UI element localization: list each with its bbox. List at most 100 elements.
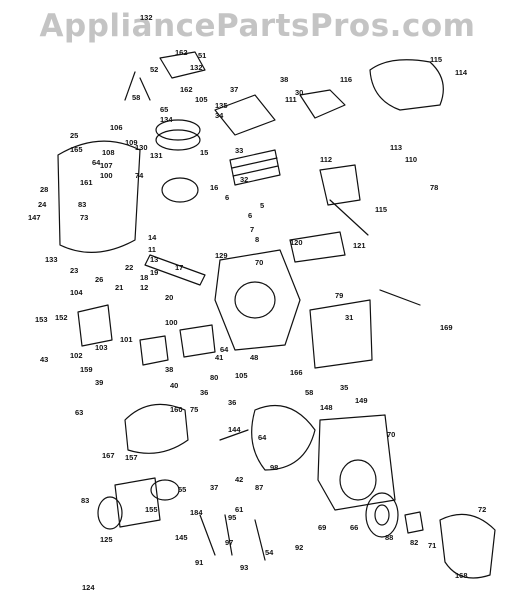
part-callout-label: 108 bbox=[102, 148, 115, 157]
connecting-rod bbox=[144, 254, 206, 286]
gasket-c bbox=[179, 324, 216, 358]
part-callout-label: 115 bbox=[375, 205, 387, 214]
part-callout-label: 64 bbox=[220, 345, 229, 354]
part-callout-label: 105 bbox=[195, 95, 208, 104]
part-callout-label: 18 bbox=[140, 273, 148, 282]
part-callout-label: 35 bbox=[340, 383, 348, 392]
part-callout-label: 167 bbox=[102, 451, 115, 460]
part-callout-label: 71 bbox=[428, 541, 436, 550]
part-callout-label: 153 bbox=[35, 315, 48, 324]
part-callout-label: 36 bbox=[200, 388, 208, 397]
part-callout-label: 106 bbox=[110, 123, 123, 132]
part-callout-label: 83 bbox=[78, 200, 86, 209]
housing-opening bbox=[339, 459, 377, 501]
part-callout-label: 70 bbox=[255, 258, 263, 267]
part-callout-label: 15 bbox=[200, 148, 208, 157]
part-callout-label: 133 bbox=[45, 255, 58, 264]
starter-pawl bbox=[404, 511, 424, 534]
part-callout-label: 87 bbox=[255, 483, 263, 492]
part-callout-label: 91 bbox=[195, 558, 203, 567]
part-callout-label: 80 bbox=[210, 373, 218, 382]
muffler-guard bbox=[150, 479, 180, 501]
part-callout-label: 14 bbox=[148, 233, 157, 242]
part-callout-label: 19 bbox=[150, 268, 158, 277]
part-callout-label: 6 bbox=[225, 193, 229, 202]
blower-shroud bbox=[251, 404, 316, 471]
part-callout-label: 20 bbox=[165, 293, 173, 302]
part-callout-label: 98 bbox=[270, 463, 278, 472]
part-callout-label: 161 bbox=[80, 178, 93, 187]
part-callout-label: 74 bbox=[135, 171, 144, 180]
part-callout-label: 38 bbox=[165, 365, 173, 374]
part-callout-label: 37 bbox=[230, 85, 238, 94]
baffle-plate bbox=[289, 231, 346, 263]
part-callout-label: 115 bbox=[430, 55, 442, 64]
part-callout-label: 40 bbox=[170, 381, 178, 390]
control-bracket bbox=[299, 89, 346, 119]
part-callout-label: 135 bbox=[215, 101, 228, 110]
gasket-b bbox=[139, 335, 169, 366]
part-callout-label: 17 bbox=[175, 263, 183, 272]
part-callout-label: 75 bbox=[190, 405, 198, 414]
part-callout-label: 149 bbox=[355, 396, 368, 405]
blower-housing bbox=[317, 414, 396, 511]
part-callout-label: 54 bbox=[265, 548, 274, 557]
mounting-flange bbox=[309, 299, 373, 369]
part-callout-label: 130 bbox=[135, 143, 148, 152]
part-callout-label: 66 bbox=[350, 523, 358, 532]
part-callout-label: 24 bbox=[38, 200, 47, 209]
part-callout-label: 52 bbox=[150, 65, 158, 74]
cylinder-head bbox=[159, 51, 206, 79]
part-callout-label: 144 bbox=[228, 425, 241, 434]
part-callout-label: 131 bbox=[150, 151, 163, 160]
watermark-text: AppliancePartsPros.com bbox=[39, 8, 476, 44]
callout-labels: 1325113216252581626513410513537343830111… bbox=[28, 13, 486, 592]
part-callout-label: 110 bbox=[405, 155, 417, 164]
part-callout-label: 70 bbox=[387, 430, 395, 439]
spring-link bbox=[219, 429, 249, 441]
part-callout-label: 51 bbox=[198, 51, 206, 60]
part-callout-label: 21 bbox=[115, 283, 123, 292]
part-callout-label: 102 bbox=[70, 351, 83, 360]
part-callout-label: 58 bbox=[132, 93, 140, 102]
part-callout-label: 48 bbox=[250, 353, 258, 362]
part-callout-label: 160 bbox=[170, 405, 183, 414]
part-callout-label: 100 bbox=[165, 318, 178, 327]
part-callout-label: 22 bbox=[125, 263, 133, 272]
part-callout-label: 114 bbox=[455, 68, 468, 77]
part-callout-label: 120 bbox=[290, 238, 303, 247]
air-cleaner-cover bbox=[369, 59, 444, 111]
crankcase bbox=[214, 249, 301, 351]
part-callout-label: 97 bbox=[225, 538, 233, 547]
cylinder-fins bbox=[229, 149, 281, 186]
part-callout-label: 83 bbox=[81, 496, 89, 505]
ring-set-lower bbox=[155, 129, 201, 151]
gasket-a bbox=[77, 304, 113, 347]
part-callout-label: 113 bbox=[390, 143, 402, 152]
part-callout-label: 111 bbox=[285, 95, 297, 104]
carburetor-body bbox=[319, 164, 361, 206]
recoil-starter bbox=[439, 513, 496, 579]
part-callout-label: 103 bbox=[95, 343, 108, 352]
part-callout-label: 30 bbox=[295, 88, 303, 97]
part-callout-label: 64 bbox=[258, 433, 267, 442]
part-callout-label: 26 bbox=[95, 275, 103, 284]
part-callout-label: 100 bbox=[100, 171, 113, 180]
part-callout-label: 129 bbox=[215, 251, 228, 260]
starter-cover bbox=[57, 140, 141, 253]
part-callout-label: 34 bbox=[215, 111, 224, 120]
wire-link bbox=[379, 289, 421, 306]
crankcase-bore bbox=[234, 281, 276, 319]
part-callout-label: 184 bbox=[190, 508, 203, 517]
part-callout-label: 152 bbox=[55, 313, 68, 322]
part-callout-label: 41 bbox=[215, 353, 223, 362]
part-callout-label: 165 bbox=[70, 145, 83, 154]
part-callout-label: 121 bbox=[353, 241, 366, 250]
part-callout-label: 69 bbox=[318, 523, 326, 532]
part-callout-label: 88 bbox=[385, 533, 393, 542]
part-callout-label: 134 bbox=[160, 115, 173, 124]
part-callout-label: 61 bbox=[235, 505, 243, 514]
muffler-end bbox=[97, 496, 123, 530]
